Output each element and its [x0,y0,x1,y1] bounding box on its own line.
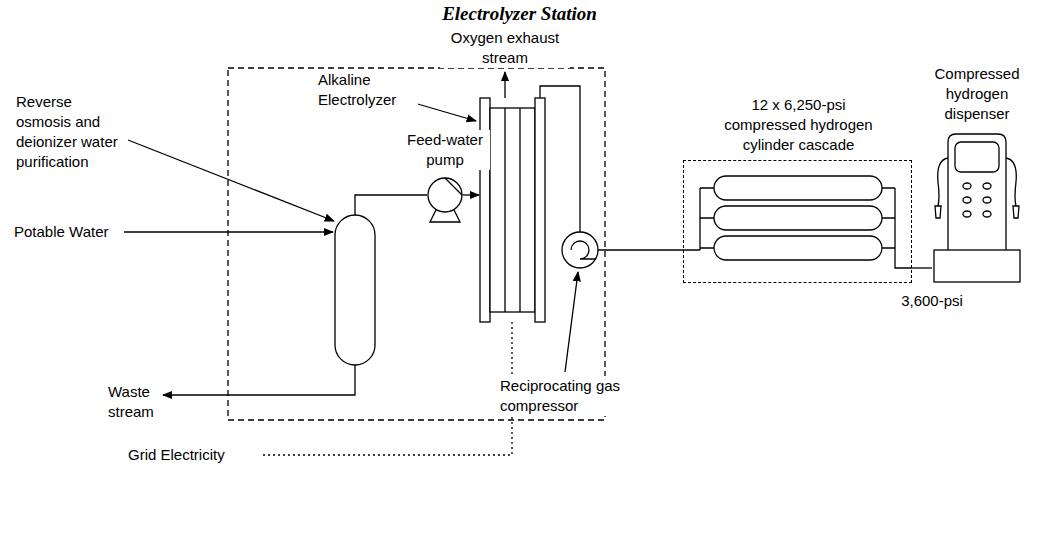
cylinder-manifold [882,188,912,268]
hydrogen-cylinder [714,206,882,230]
system-boundary [228,68,605,420]
hydrogen-cylinder [714,236,882,260]
dispenser-button [963,211,971,217]
system-boundary [228,68,605,420]
compressor-symbol [571,241,596,259]
hydrogen-cylinder [714,176,882,260]
compressor-symbol [562,232,598,268]
process-illustration [124,68,912,455]
compressor-symbol [562,232,598,268]
oxygen-outlet [504,72,505,98]
grid-electricity-line [262,322,512,455]
hydrogen-pipe [540,86,700,250]
pressure-label: 3,600-psi [901,291,963,311]
waste-pipe [163,365,355,395]
dispenser-nozzle [1013,206,1019,218]
pump-symbol [428,178,462,212]
dispenser-hose [1006,158,1016,206]
leader-line [565,272,578,372]
dispenser-screen [955,142,999,172]
part-label: Potable Water [14,222,109,242]
dispenser-nozzle [935,206,941,218]
hydrogen-cylinder [714,176,882,200]
dispenser-body [948,134,1006,250]
electrolyzer-stack [505,108,520,312]
pump-symbol [445,178,462,195]
part-label: Alkaline Electrolyzer [318,70,418,110]
grid-electricity-line [262,322,512,455]
part-label: Oxygen exhaust stream [440,28,570,68]
dispenser-button [963,197,971,203]
part-label: Reverse osmosis and deionizer water puri… [16,92,126,172]
dispenser-button [963,183,971,189]
electrolyzer-stack [535,98,545,322]
oxygen-outlet [504,72,505,98]
feed-pipe [463,194,479,195]
hydrogen-pipe [540,86,580,232]
electrolyzer-stack [490,108,535,312]
dispenser-hose [938,158,948,206]
diagram-title: Electrolyzer Station [0,3,1039,25]
part-label: Waste stream [108,382,158,422]
pump-symbol [428,178,462,222]
dispenser-figure: Compressed hydrogen dispenser3,600-psi [932,130,1022,285]
cylinder-cascade-box: 12 x 6,250-psi compressed hydrogen cylin… [683,160,912,283]
part-label: Reciprocating gas compressor [500,376,625,416]
dispenser-base [934,250,1020,282]
feed-pipe [124,195,479,232]
purifier-vessel [335,215,375,365]
node-heading: 12 x 6,250-psi compressed hydrogen cylin… [724,95,874,155]
dispenser-button [983,183,991,189]
part-label: Grid Electricity [128,445,225,465]
feed-pipe [355,195,427,215]
leader-line [128,100,578,372]
hydrogen-pipe [598,249,700,250]
feed-pipe [124,231,333,232]
waste-pipe [163,365,355,395]
node-heading: Compressed hydrogen dispenser [929,64,1025,124]
purifier-vessel [335,215,375,365]
leader-line [128,140,334,221]
cylinder-manifold [700,188,714,250]
pipe-connector [912,267,932,268]
dispenser-drawing [932,130,1022,285]
dispenser-button [983,211,991,217]
dispenser-button [983,197,991,203]
part-label: Feed-water pump [400,130,490,170]
